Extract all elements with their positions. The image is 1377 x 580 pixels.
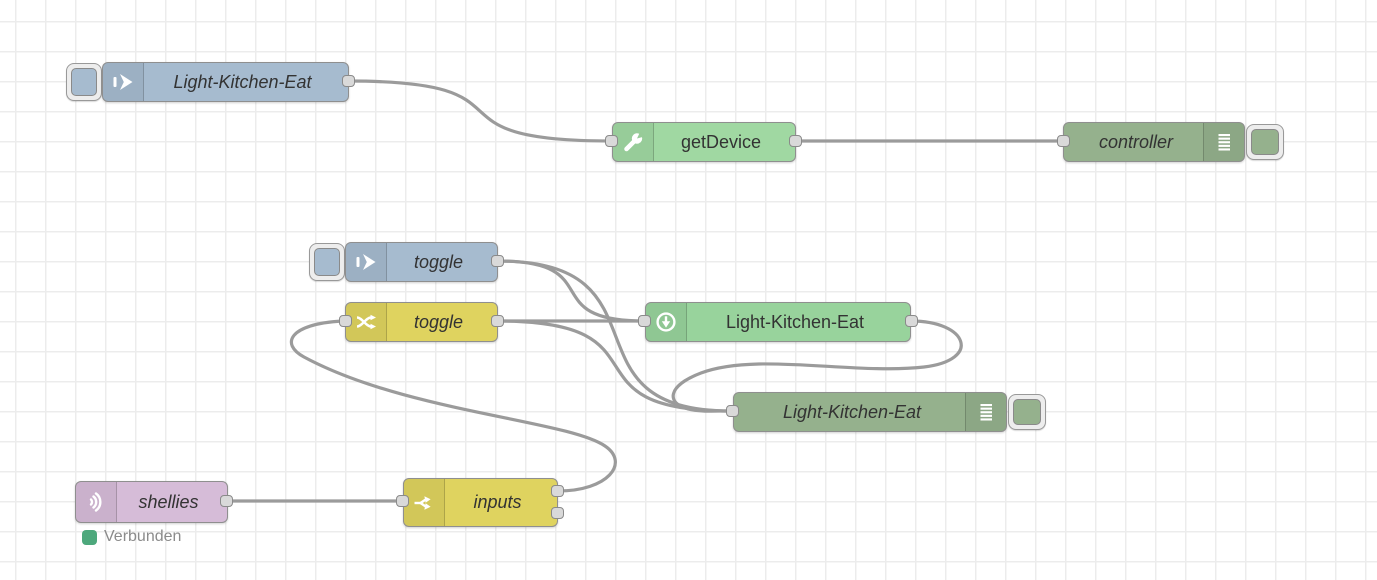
node-inject-toggle[interactable]: toggle — [345, 242, 498, 282]
node-getdevice[interactable]: getDevice — [612, 122, 796, 162]
switch-fork-icon — [404, 479, 445, 526]
output-port[interactable] — [491, 315, 504, 327]
node-label: Light-Kitchen-Eat — [725, 311, 865, 332]
wire-getlke-to-outlke[interactable] — [671, 319, 963, 413]
input-port[interactable] — [726, 405, 739, 417]
shuffle-icon — [346, 303, 387, 341]
input-port[interactable] — [339, 315, 352, 327]
circle-down-arrow-icon — [646, 303, 687, 341]
node-status: Verbunden — [82, 528, 181, 546]
status-connected-dot — [82, 529, 97, 545]
status-text: Verbunden — [104, 528, 182, 545]
node-out-light-kitchen-eat[interactable]: Light-Kitchen-Eat — [733, 392, 1007, 432]
node-get-light-kitchen-eat[interactable]: Light-Kitchen-Eat — [645, 302, 911, 342]
input-port[interactable] — [396, 495, 409, 507]
inject-button[interactable] — [309, 243, 345, 281]
output-button-inner — [1013, 399, 1041, 425]
output-port-1[interactable] — [551, 485, 564, 497]
output-enable-button[interactable] — [1008, 394, 1046, 430]
output-port[interactable] — [905, 315, 918, 327]
node-inject-light-kitchen-eat[interactable]: Light-Kitchen-Eat — [102, 62, 349, 102]
input-port[interactable] — [605, 135, 618, 147]
wire-injecttoggle-to-getlke[interactable] — [497, 259, 645, 323]
wire-injecttoggle-to-outlke[interactable] — [497, 259, 732, 413]
output-port-2[interactable] — [551, 507, 564, 519]
node-inputs[interactable]: inputs — [403, 478, 558, 527]
node-change-toggle[interactable]: toggle — [345, 302, 498, 342]
node-label: getDevice — [680, 131, 762, 152]
node-label: toggle — [413, 311, 464, 332]
node-label: Light-Kitchen-Eat — [782, 401, 922, 422]
inject-button-inner — [314, 248, 340, 276]
node-label: inputs — [473, 492, 522, 512]
output-port[interactable] — [789, 135, 802, 147]
controller-button-inner — [1251, 129, 1279, 155]
wrench-icon — [613, 123, 654, 161]
node-controller[interactable]: controller — [1063, 122, 1245, 162]
output-port[interactable] — [342, 75, 355, 87]
inject-button-inner — [71, 68, 97, 96]
broadcast-icon — [76, 482, 117, 522]
inject-arrow-icon — [346, 243, 387, 281]
node-label: controller — [1098, 131, 1174, 152]
input-port[interactable] — [638, 315, 651, 327]
list-lines-icon — [965, 393, 1006, 431]
wire-changetoggle-to-outlke[interactable] — [497, 319, 732, 413]
controller-enable-button[interactable] — [1246, 124, 1284, 160]
wire-inputs-to-changetoggle[interactable] — [289, 319, 617, 493]
node-label: shellies — [138, 491, 199, 512]
input-port[interactable] — [1057, 135, 1070, 147]
inject-button[interactable] — [66, 63, 102, 101]
output-port[interactable] — [491, 255, 504, 267]
inject-arrow-icon — [103, 63, 144, 101]
node-label: toggle — [413, 251, 464, 272]
list-lines-icon — [1203, 123, 1244, 161]
node-label: Light-Kitchen-Eat — [173, 71, 312, 92]
output-port[interactable] — [220, 495, 233, 507]
wire-inject-to-getdevice[interactable] — [347, 79, 612, 143]
node-shellies[interactable]: shellies — [75, 481, 228, 523]
